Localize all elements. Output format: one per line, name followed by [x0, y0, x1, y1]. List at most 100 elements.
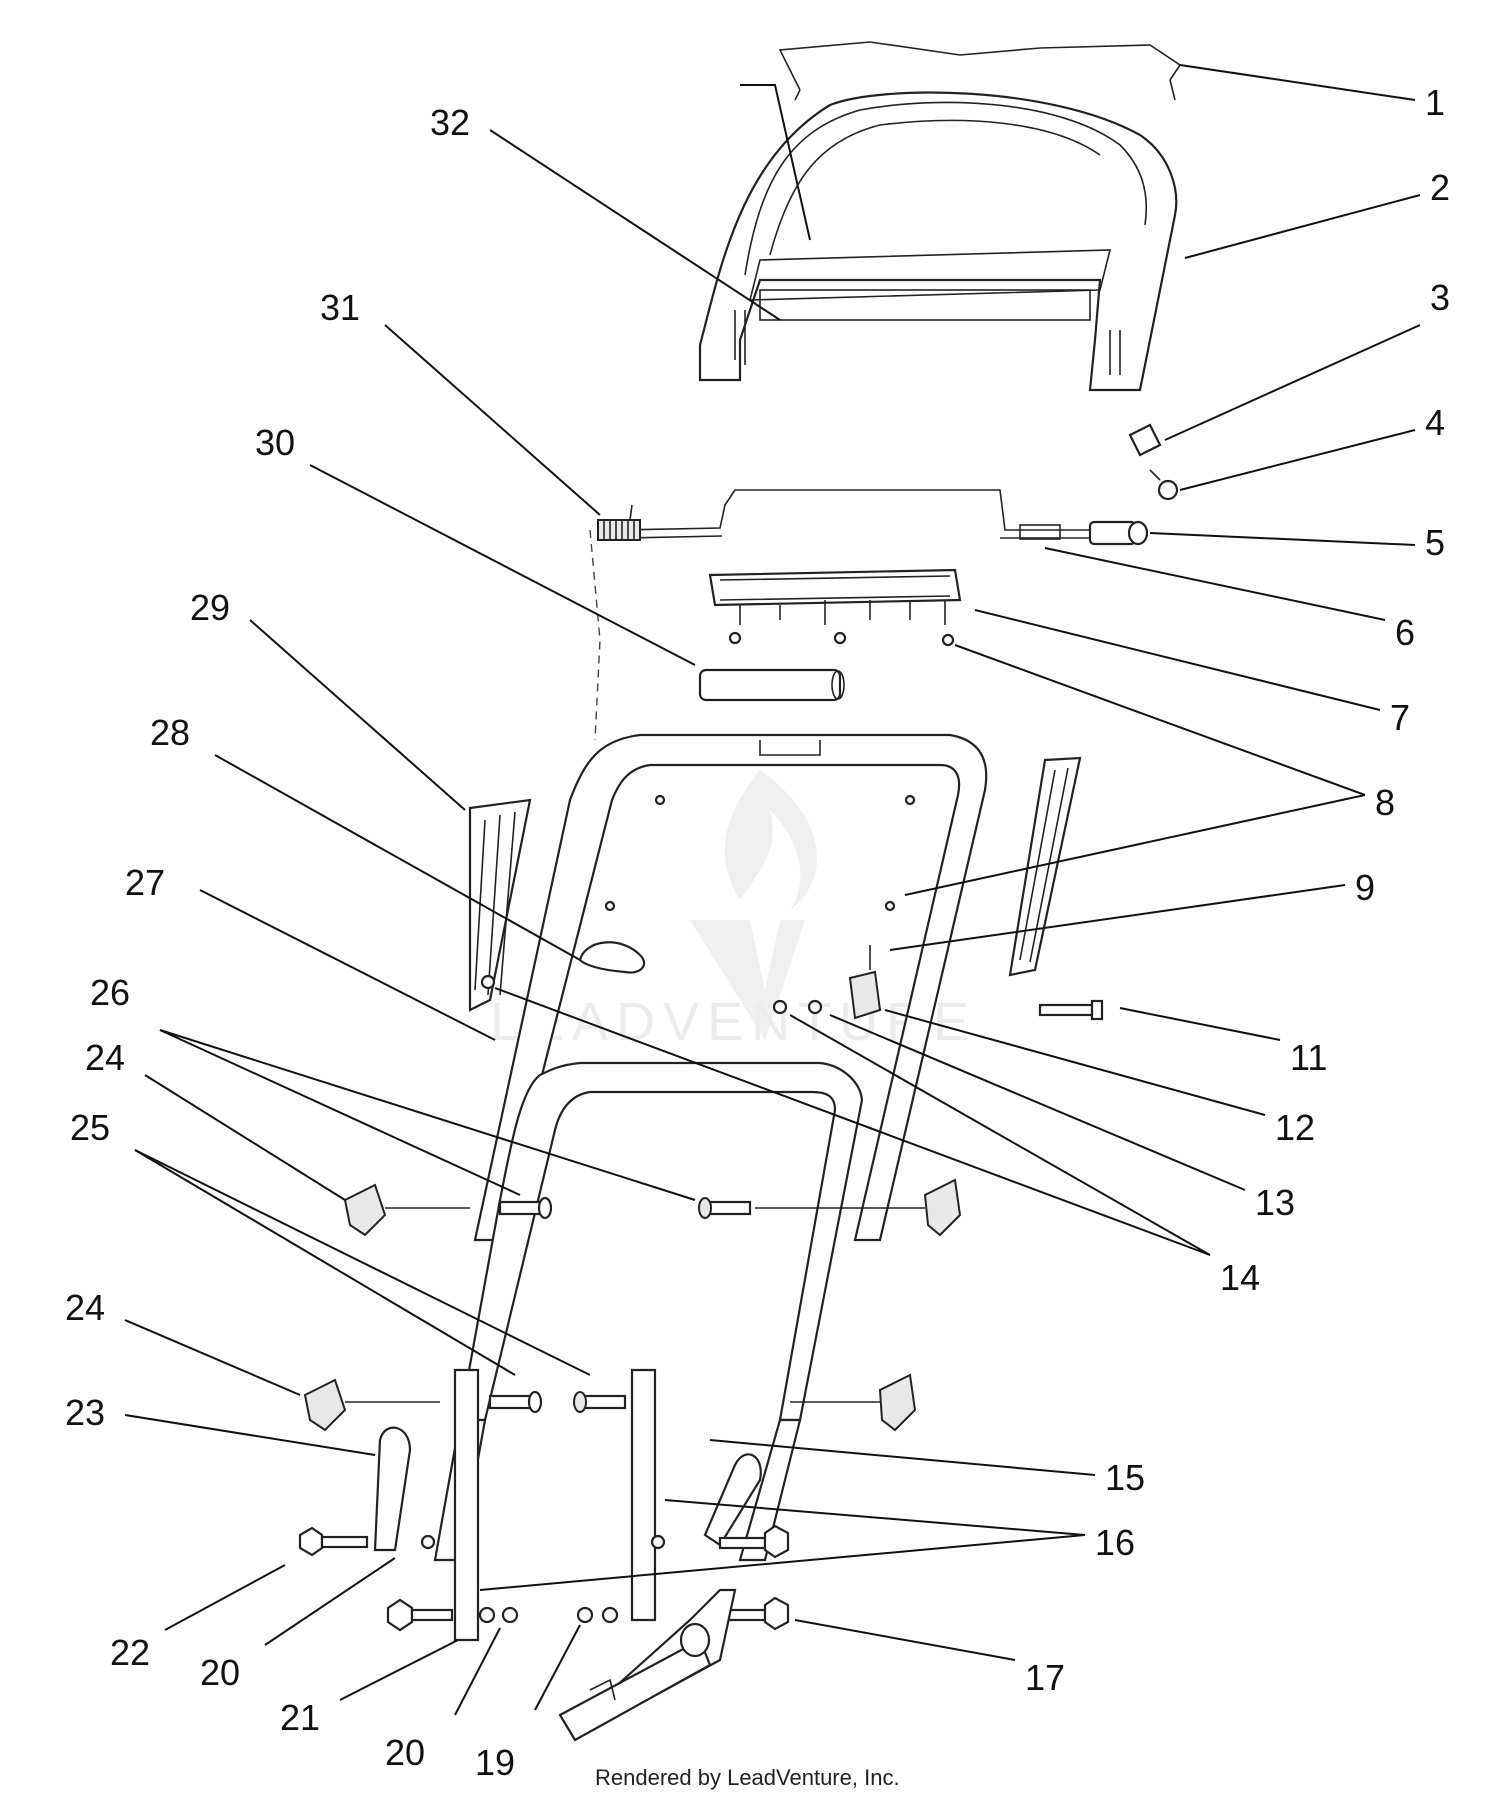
leader-30: [309, 464, 696, 666]
leader-1: [1179, 64, 1416, 101]
callout-23: 23: [65, 1392, 105, 1433]
leader-8: [954, 644, 1366, 796]
callout-5: 5: [1425, 522, 1445, 563]
part-knob-lower-right: [878, 1373, 917, 1432]
leader-14a: [789, 1014, 1211, 1256]
part-washer-19: [601, 1606, 619, 1624]
callout-1: 1: [1425, 82, 1445, 123]
part-carriage-bolt-lower-right: [573, 1391, 627, 1413]
leader-24b: [124, 1319, 301, 1396]
part-control-rod: [619, 489, 1090, 531]
part-nut-19: [576, 1606, 594, 1624]
part-knob-lower-left: [303, 1378, 347, 1432]
part-nut-14b: [807, 999, 823, 1015]
part-spring: [597, 504, 641, 541]
part-cable-tie: [578, 941, 646, 974]
leader-9: [889, 884, 1346, 951]
watermark: LEADVENTURE: [490, 770, 969, 1052]
leader-26a: [159, 1029, 521, 1196]
callout-24-lower: 24: [65, 1287, 105, 1328]
callout-15: 15: [1105, 1457, 1145, 1498]
assembly-centerline: [589, 529, 601, 741]
callout-30: 30: [255, 422, 295, 463]
part-bolt-21: [386, 1598, 454, 1632]
part-upper-bail: [778, 41, 1182, 91]
leader-19: [534, 1624, 581, 1711]
callout-2: 2: [1430, 167, 1450, 208]
leader-2: [1184, 194, 1421, 259]
part-screw-left-2: [604, 900, 616, 912]
part-knob-upper-right: [923, 1178, 962, 1237]
part-screw-8a: [728, 631, 742, 645]
part-washer-20b: [501, 1606, 519, 1624]
part-connector: [1019, 520, 1149, 546]
part-bolt-22: [298, 1526, 369, 1557]
leader-17: [794, 1619, 1016, 1661]
callout-26: 26: [90, 972, 130, 1013]
rod-shadow: [624, 535, 1090, 539]
part-deck-bracket: [558, 1588, 737, 1742]
callout-20-left: 20: [200, 1652, 240, 1693]
leader-5: [1149, 532, 1416, 546]
callout-labels: 1 2 3 4 5 6 7 8 9 11 12 13 14 15 16 17 1…: [65, 82, 1450, 1783]
leader-11: [1119, 1007, 1281, 1041]
part-nut-20b: [478, 1606, 496, 1624]
leader-3: [1164, 324, 1421, 441]
leader-20a: [264, 1557, 396, 1646]
part-nut-20a: [420, 1534, 436, 1550]
leader-23: [124, 1414, 376, 1456]
part-bracket-left: [453, 1368, 480, 1642]
leader-32: [489, 129, 781, 321]
part-cable-guide-right: [1008, 756, 1082, 977]
part-nut-14c: [480, 974, 496, 990]
leader-24a: [144, 1074, 346, 1201]
knob-axes: [345, 1207, 925, 1403]
callout-9: 9: [1355, 867, 1375, 908]
callout-27: 27: [125, 862, 165, 903]
part-screw-8c: [941, 633, 955, 647]
callout-3: 3: [1430, 277, 1450, 318]
leader-25b: [134, 1149, 591, 1376]
callout-32: 32: [430, 102, 470, 143]
part-screw-right-1: [904, 794, 916, 806]
leader-7: [974, 609, 1381, 711]
leader-16b: [479, 1534, 1086, 1591]
leader-15: [709, 1439, 1096, 1476]
leader-27: [199, 889, 496, 1041]
callout-21: 21: [280, 1697, 320, 1738]
leader-29: [249, 619, 466, 811]
part-carriage-bolt-lower-left: [488, 1390, 543, 1414]
parts: [298, 41, 1182, 1742]
part-control-housing: [698, 91, 1178, 392]
rendered-by-credit: Rendered by LeadVenture, Inc.: [595, 1765, 900, 1790]
part-screw-right-2: [884, 900, 896, 912]
leader-31: [384, 324, 601, 516]
leader-1b: [740, 84, 811, 241]
callout-11: 11: [1290, 1037, 1327, 1078]
watermark-v-icon: [690, 920, 805, 1040]
callout-7: 7: [1390, 697, 1410, 738]
bail-ends: [794, 79, 1176, 101]
part-cable-guide-left: [468, 798, 532, 1012]
leader-14b: [494, 987, 1211, 1256]
leader-6: [1044, 547, 1386, 621]
leader-21: [339, 1639, 459, 1701]
part-bolt-11: [1038, 999, 1104, 1021]
callout-28: 28: [150, 712, 190, 753]
part-upper-handle: [473, 733, 988, 1242]
part-carriage-bolt-left: [498, 1196, 553, 1220]
part-bolt-right-upper: [718, 1524, 790, 1559]
part-screw-4: [1149, 469, 1179, 501]
leader-8b: [904, 794, 1366, 896]
callout-31: 31: [320, 287, 360, 328]
leader-16a: [664, 1499, 1086, 1536]
part-knob-upper-left: [343, 1183, 387, 1237]
callout-16: 16: [1095, 1522, 1135, 1563]
callout-14: 14: [1220, 1257, 1260, 1298]
part-clip: [1128, 423, 1162, 457]
watermark-flame-icon: [724, 770, 818, 910]
part-nut-right: [650, 1534, 666, 1550]
leader-22: [164, 1564, 286, 1631]
leader-26b: [159, 1029, 696, 1201]
callout-6: 6: [1395, 612, 1415, 653]
